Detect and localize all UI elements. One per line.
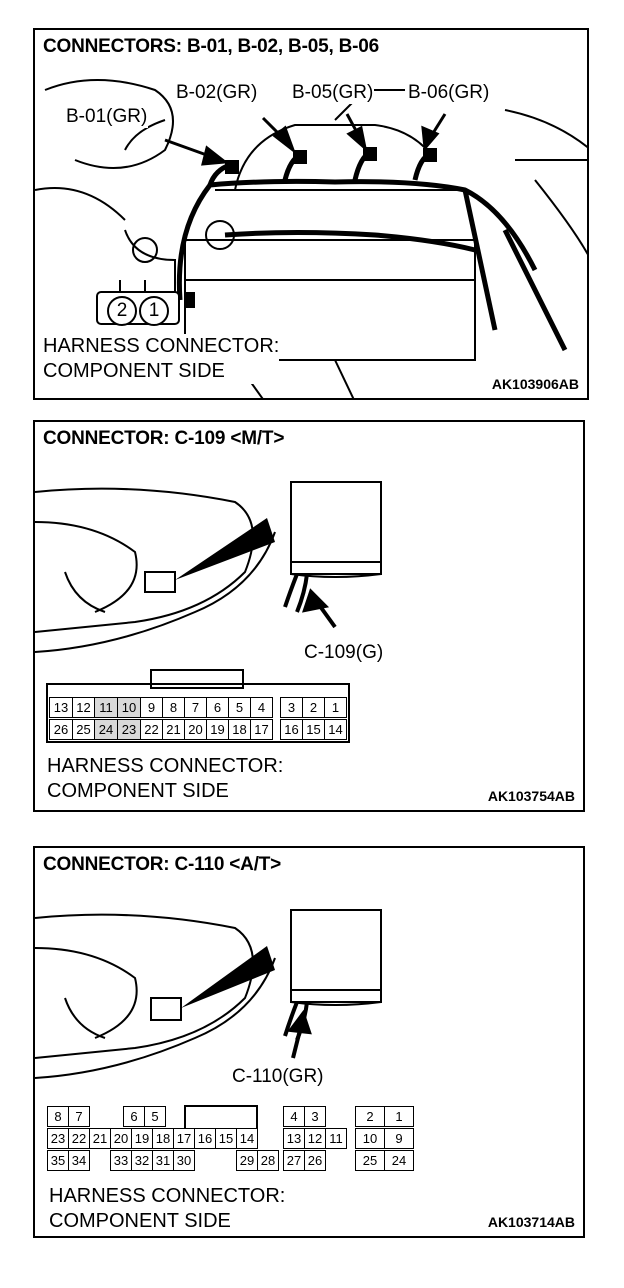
- panel-connector-c110: CONNECTOR: C-110 <A/T> C-110(GR) 8: [33, 846, 585, 1238]
- pin-cell: 3: [304, 1106, 326, 1127]
- pin-cell: 12: [72, 697, 95, 718]
- pin-cell: 12: [304, 1128, 326, 1149]
- pin-row-bottom: 35 34 33 32 31 30 29 28 27 26 25 24: [47, 1150, 427, 1172]
- harness-caption: HARNESS CONNECTOR: COMPONENT SIDE: [47, 754, 284, 804]
- pin-cell: 20: [184, 719, 207, 740]
- pin-cell: 7: [184, 697, 207, 718]
- pin-cell: 30: [173, 1150, 195, 1171]
- harness-caption: HARNESS CONNECTOR: COMPONENT SIDE: [43, 334, 280, 384]
- pin-cell: 10: [117, 697, 141, 718]
- pin-cell: 29: [236, 1150, 258, 1171]
- pin-grid-c110: 8 7 6 5 4 3 2 1 23 22 21 20 19 18 17 16 …: [47, 1106, 427, 1172]
- pin-cell: 21: [89, 1128, 111, 1149]
- pin-cell: 20: [110, 1128, 132, 1149]
- panel-engine-connectors: CONNECTORS: B-01, B-02, B-05, B-06: [33, 28, 589, 400]
- pin-cell: 1: [384, 1106, 414, 1127]
- pin-cell: 5: [144, 1106, 166, 1127]
- pin-cell: 4: [283, 1106, 305, 1127]
- pin-cell: 2: [302, 697, 325, 718]
- pin-cell: 10: [355, 1128, 385, 1149]
- callout-b02: B-02(GR): [175, 82, 259, 104]
- pin-row-top: 8 7 6 5 4 3 2 1: [47, 1106, 427, 1128]
- pin-2: 2: [107, 296, 137, 326]
- pin-cell: 4: [250, 697, 273, 718]
- reference-code: AK103714AB: [487, 1214, 575, 1230]
- pin-cell: 11: [94, 697, 118, 718]
- pin-cell: 19: [131, 1128, 153, 1149]
- callout-c110: C-110(GR): [231, 1066, 325, 1088]
- pin-cell: 6: [123, 1106, 145, 1127]
- dashboard-illustration: [35, 909, 382, 1131]
- pin-cell: 26: [49, 719, 73, 740]
- pin-cell: 5: [228, 697, 251, 718]
- caption-line-1: HARNESS CONNECTOR:: [43, 335, 280, 357]
- pin-1-label: 1: [148, 300, 160, 321]
- pin-row-middle: 23 22 21 20 19 18 17 16 15 14 13 12 11 1…: [47, 1128, 427, 1150]
- pin-cell: 9: [384, 1128, 414, 1149]
- caption-line-2: COMPONENT SIDE: [49, 1210, 231, 1232]
- pin-cell: 35: [47, 1150, 69, 1171]
- pin-cell: 33: [110, 1150, 132, 1171]
- pin-cell: 7: [68, 1106, 90, 1127]
- pin-cell: 8: [47, 1106, 69, 1127]
- harness-caption: HARNESS CONNECTOR: COMPONENT SIDE: [49, 1184, 286, 1234]
- callout-b01: B-01(GR): [65, 106, 149, 128]
- pin-cell: 3: [280, 697, 303, 718]
- pin-cell: 23: [117, 719, 141, 740]
- callout-c109: C-109(G): [303, 642, 385, 664]
- pin-cell: 21: [162, 719, 185, 740]
- pin-cell: 15: [215, 1128, 237, 1149]
- pin-cell: 16: [280, 719, 303, 740]
- pin-cell: 1: [324, 697, 347, 718]
- pin-cell: 13: [49, 697, 73, 718]
- pin-cell: 8: [162, 697, 185, 718]
- reference-code: AK103754AB: [487, 788, 575, 804]
- pin-cell: 26: [304, 1150, 326, 1171]
- caption-line-2: COMPONENT SIDE: [47, 780, 229, 802]
- pin-cell: 17: [250, 719, 273, 740]
- pin-cell: 14: [324, 719, 347, 740]
- panel-connector-c109: CONNECTOR: C-109 <M/T>: [33, 420, 585, 812]
- pin-cell: 13: [283, 1128, 305, 1149]
- pin-1: 1: [139, 296, 169, 326]
- pin-cell: 19: [206, 719, 229, 740]
- caption-line-2: COMPONENT SIDE: [43, 360, 225, 382]
- pin-row-top: 13 12 11 10 9 8 7 6 5 4 3 2 1: [49, 697, 349, 719]
- panel-title: CONNECTOR: C-110 <A/T>: [43, 854, 282, 875]
- pin-cell: 27: [283, 1150, 305, 1171]
- pin-cell: 24: [94, 719, 118, 740]
- engine-harness-illustration: [35, 79, 587, 398]
- caption-line-1: HARNESS CONNECTOR:: [47, 755, 284, 777]
- dashboard-illustration: [35, 481, 382, 743]
- panel-title: CONNECTORS: B-01, B-02, B-05, B-06: [43, 36, 379, 57]
- pin-cell: 23: [47, 1128, 69, 1149]
- pin-cell: 31: [152, 1150, 174, 1171]
- pin-grid-c109: 13 12 11 10 9 8 7 6 5 4 3 2 1 26 25 24 2…: [49, 697, 349, 741]
- callout-b05: B-05(GR): [291, 82, 375, 104]
- reference-code: AK103906AB: [491, 376, 579, 392]
- pin-cell: 6: [206, 697, 229, 718]
- callout-b06: B-06(GR): [407, 82, 491, 104]
- pin-cell: 22: [140, 719, 163, 740]
- pin-cell: 32: [131, 1150, 153, 1171]
- pin-cell: 9: [140, 697, 163, 718]
- panel-title: CONNECTOR: C-109 <M/T>: [43, 428, 285, 449]
- pin-cell: 17: [173, 1128, 195, 1149]
- pin-cell: 25: [355, 1150, 385, 1171]
- pin-cell: 11: [325, 1128, 347, 1149]
- pin-cell: 18: [152, 1128, 174, 1149]
- pin-cell: 16: [194, 1128, 216, 1149]
- pin-cell: 22: [68, 1128, 90, 1149]
- pin-cell: 24: [384, 1150, 414, 1171]
- pin-cell: 25: [72, 719, 95, 740]
- pin-cell: 28: [257, 1150, 279, 1171]
- caption-line-1: HARNESS CONNECTOR:: [49, 1185, 286, 1207]
- pin-cell: 34: [68, 1150, 90, 1171]
- pin-2-label: 2: [116, 300, 128, 321]
- pin-cell: 18: [228, 719, 251, 740]
- pin-row-bottom: 26 25 24 23 22 21 20 19 18 17 16 15 14: [49, 719, 349, 741]
- pin-cell: 14: [236, 1128, 258, 1149]
- pin-cell: 15: [302, 719, 325, 740]
- pin-cell: 2: [355, 1106, 385, 1127]
